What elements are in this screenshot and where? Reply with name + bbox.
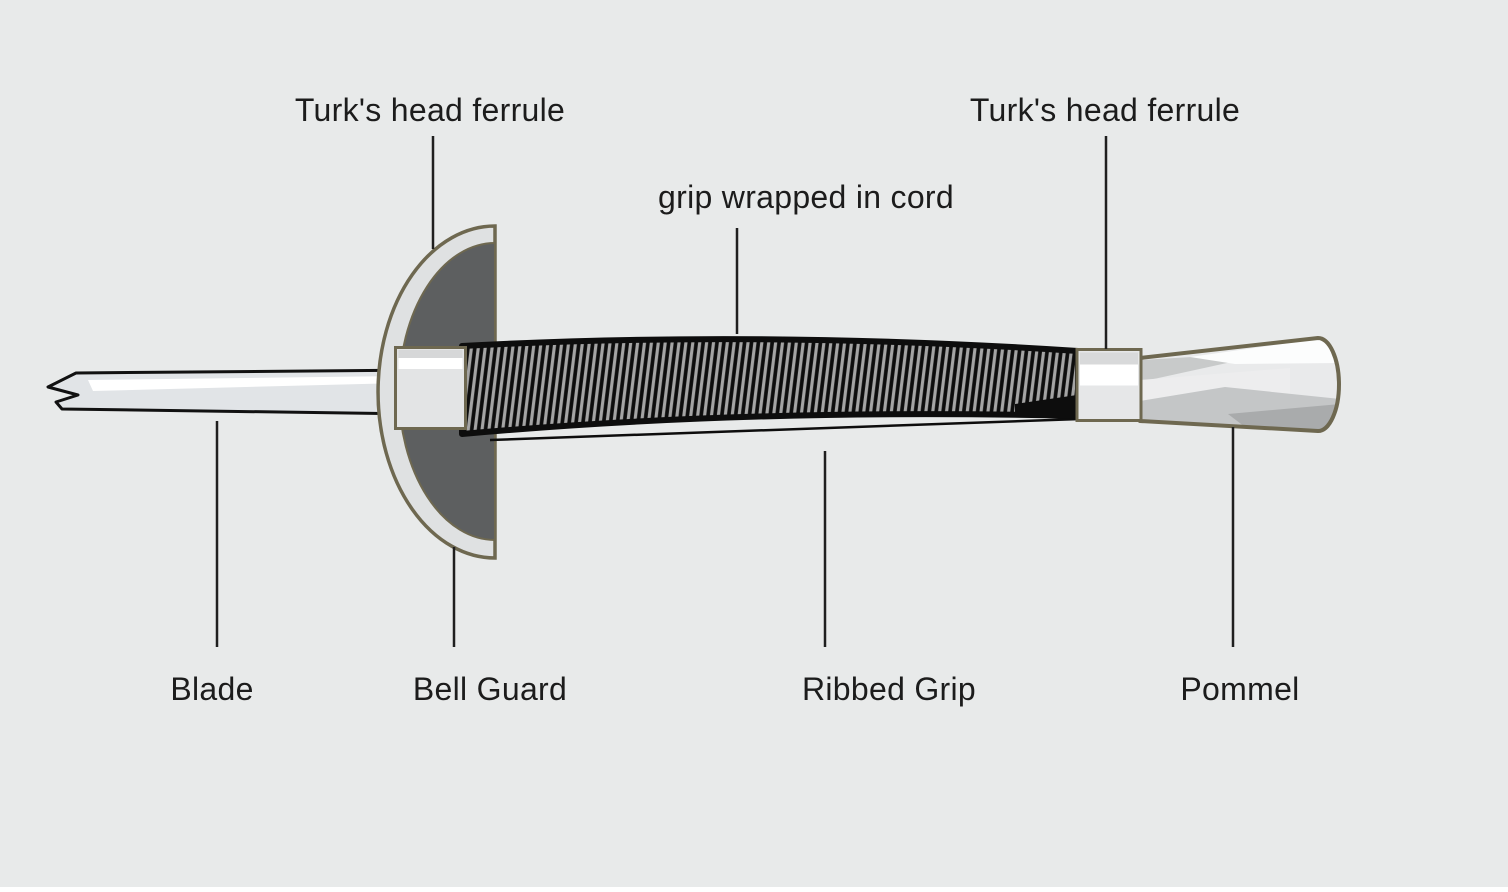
leader-lines xyxy=(215,136,1235,647)
label-grip-wrapped-in-cord: grip wrapped in cord xyxy=(658,179,954,215)
ferrule-left-shape xyxy=(394,346,467,430)
grip-end-wedge xyxy=(1015,395,1077,419)
label-ribbed-grip: Ribbed Grip xyxy=(801,671,977,707)
label-pommel: Pommel xyxy=(1180,671,1300,707)
grip-shadow-line xyxy=(489,417,1081,442)
label-blade: Blade xyxy=(170,671,254,707)
ferrule-right-shape xyxy=(1075,348,1143,422)
blade-highlight xyxy=(88,376,400,391)
label-bell-guard: Bell Guard xyxy=(412,671,568,707)
blade-shape xyxy=(46,368,422,416)
label-turks-head-ferrule-right: Turk's head ferrule xyxy=(969,92,1241,128)
ribbed-grip-shape xyxy=(459,336,1081,442)
bottom-edge-strip xyxy=(0,887,1508,892)
pommel-shape xyxy=(1138,336,1341,433)
label-turks-head-ferrule-left: Turk's head ferrule xyxy=(294,92,566,128)
